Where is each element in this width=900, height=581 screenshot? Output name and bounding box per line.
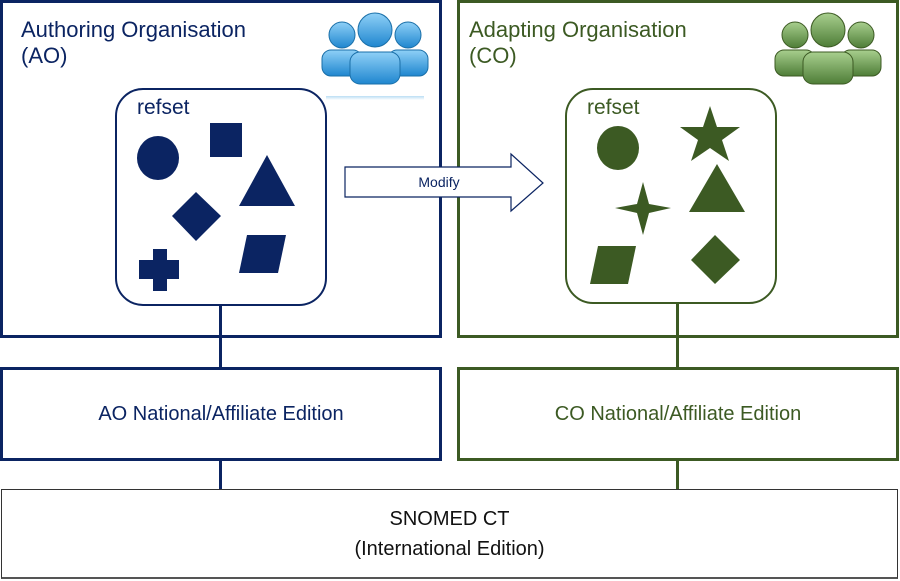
co-edition-label: CO National/Affiliate Edition <box>554 402 802 425</box>
star-shape <box>680 106 740 161</box>
people-group-icon <box>774 12 882 85</box>
co-refset-shapes <box>590 106 745 284</box>
square-shape <box>210 123 242 157</box>
triangle-shape <box>689 164 745 212</box>
four-point-star-shape <box>615 182 671 235</box>
people-group-icon <box>321 12 429 100</box>
snomed-international-box: SNOMED CT (International Edition) <box>1 489 898 579</box>
ao-title: Authoring Organisation (AO) <box>21 17 247 68</box>
ao-edition-label: AO National/Affiliate Edition <box>98 402 344 425</box>
parallelogram-shape <box>590 246 636 284</box>
cross-shape <box>139 249 179 291</box>
snomed-subtitle: (International Edition) <box>354 537 545 560</box>
co-connector-bottom <box>676 458 679 491</box>
right-arrow-icon <box>344 152 544 213</box>
co-edition-box: CO National/Affiliate Edition <box>457 367 899 461</box>
parallelogram-shape <box>239 235 286 273</box>
triangle-shape <box>239 155 295 206</box>
diamond-shape <box>691 235 740 284</box>
snomed-title: SNOMED CT <box>389 507 510 530</box>
co-refset-label: refset <box>587 96 640 119</box>
diamond-shape <box>172 192 221 241</box>
circle-shape <box>597 126 639 170</box>
modify-label: Modify <box>418 174 460 190</box>
circle-shape <box>137 136 179 180</box>
ao-connector-bottom <box>219 458 222 491</box>
co-title: Adapting Organisation (CO) <box>469 17 687 68</box>
ao-refset-connector <box>219 300 222 338</box>
ao-refset-label: refset <box>137 96 190 119</box>
ao-refset-shapes <box>137 123 295 291</box>
co-refset-connector <box>676 300 679 338</box>
ao-edition-box: AO National/Affiliate Edition <box>0 367 442 461</box>
